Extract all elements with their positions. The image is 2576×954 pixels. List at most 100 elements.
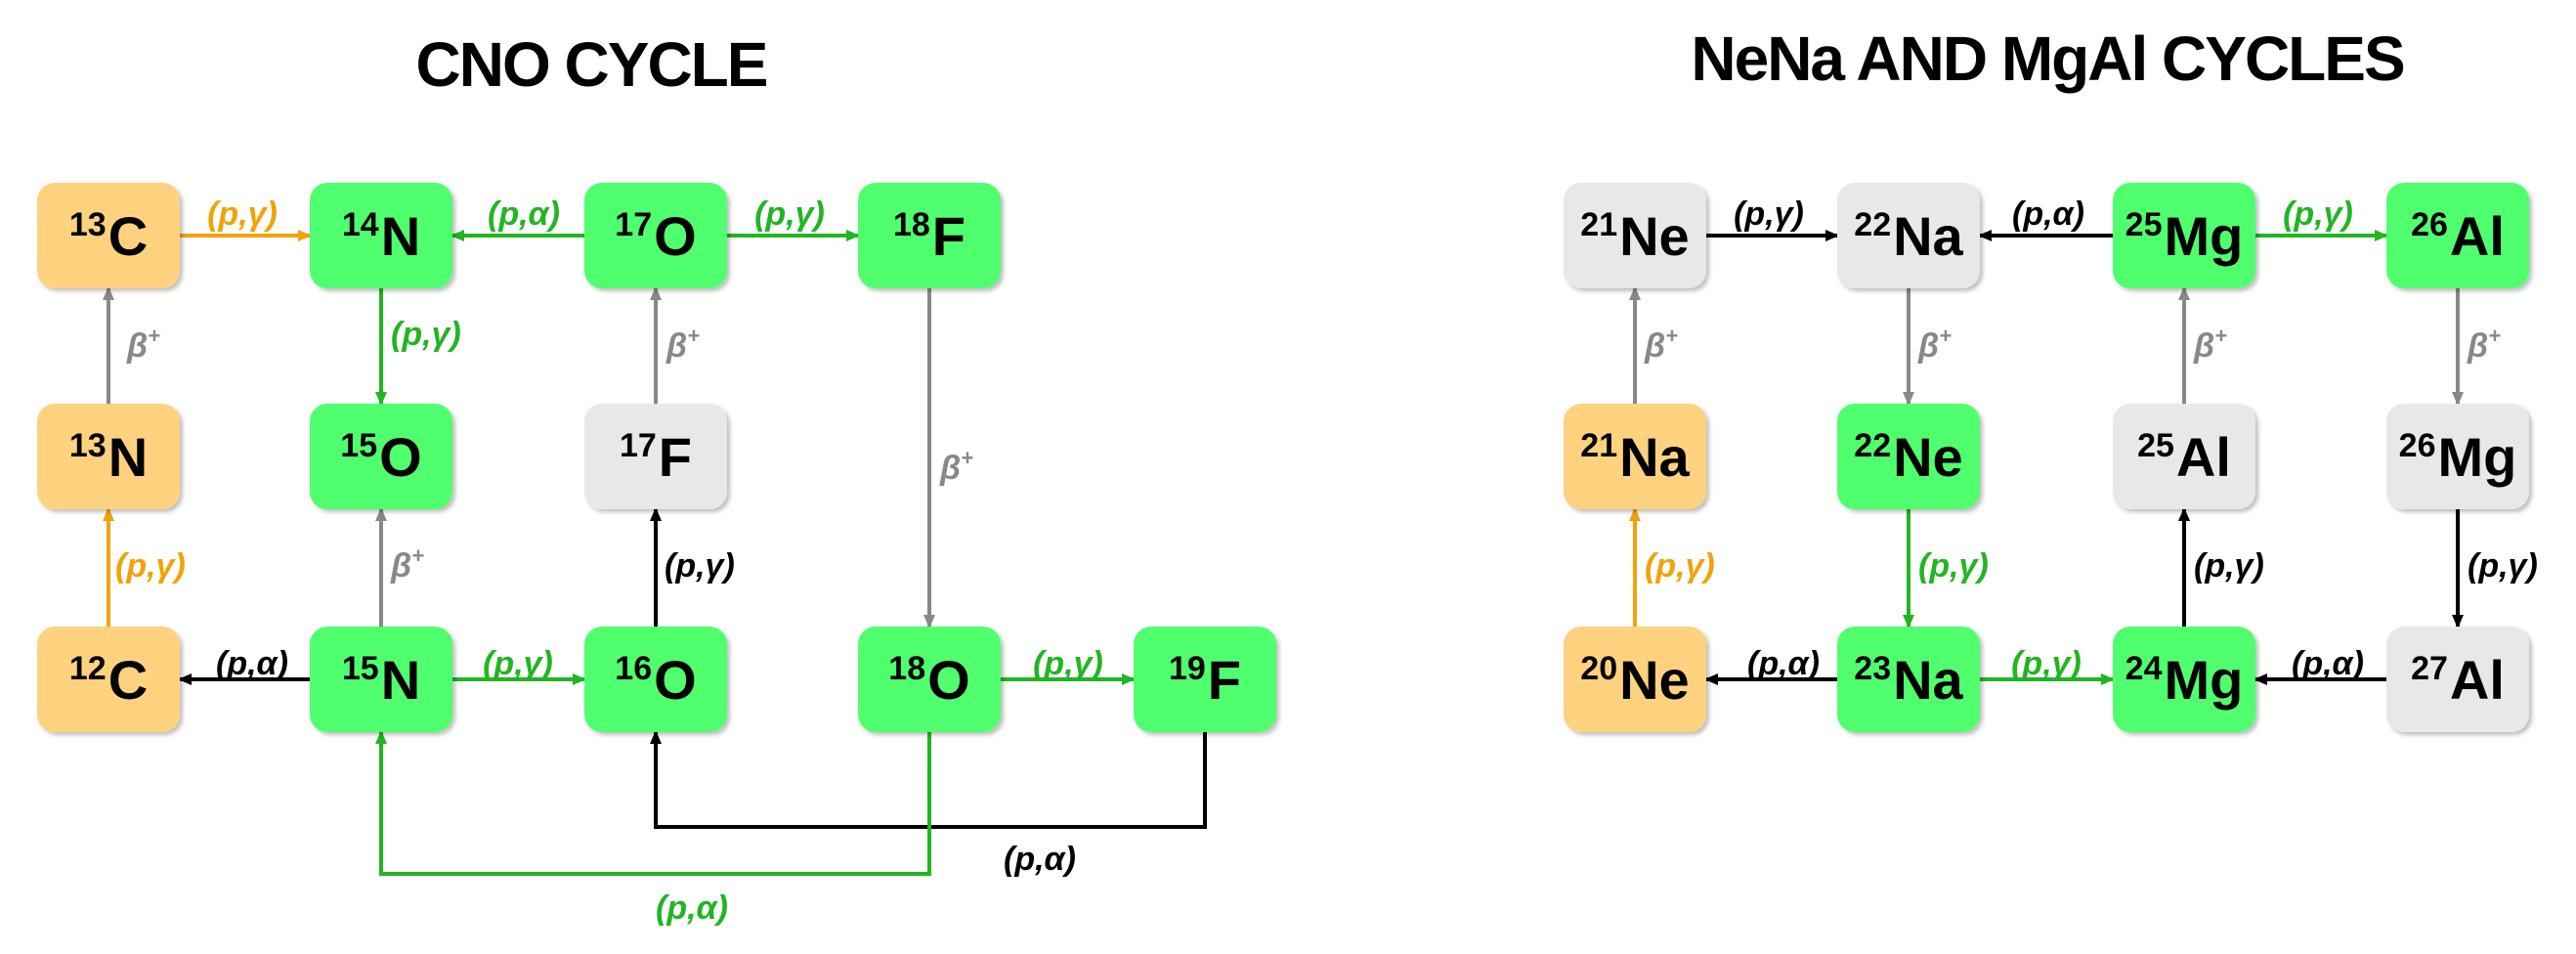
mass-number: 25 — [2137, 427, 2174, 464]
nuclide-box-o16 — [584, 627, 727, 732]
nuclide-n14: 14N — [310, 183, 452, 288]
reaction-arrows — [103, 230, 2464, 876]
nuclide-mg25: 25Mg — [2113, 183, 2255, 288]
reaction-labels: (p,γ) (p,α) (p,γ) β+ (p,γ) β+ β+ (p,γ) β+ (p,γ) (p… — [115, 195, 2538, 927]
nuclide-box-ne20 — [1564, 627, 1706, 732]
nuclide-label-al27: 27Al — [2411, 649, 2505, 711]
label-ne21-na22: (p,γ) — [1734, 195, 1804, 233]
element-symbol: Na — [1893, 649, 1963, 711]
label-n15-c12: (p,α) — [216, 645, 288, 682]
label-o17-n14: (p,α) — [488, 195, 560, 233]
nuclide-label-c12: 12C — [69, 649, 148, 711]
nuclide-label-f19: 19F — [1169, 649, 1241, 711]
nuclide-label-na22: 22Na — [1854, 205, 1963, 267]
nuclide-box-na23 — [1837, 627, 1980, 732]
nuclide-label-al25: 25Al — [2137, 426, 2231, 488]
nuclide-label-n14: 14N — [342, 205, 420, 267]
element-symbol: Ne — [1893, 426, 1963, 488]
nuclide-label-al26: 26Al — [2411, 205, 2505, 267]
nuclide-o17: 17O — [584, 183, 727, 288]
label-n13-c13: β+ — [126, 324, 160, 365]
element-symbol: Na — [1893, 205, 1963, 267]
element-symbol: F — [659, 426, 692, 488]
nuclide-box-f18 — [858, 183, 1001, 288]
mass-number: 16 — [615, 650, 652, 687]
mass-number: 26 — [2399, 427, 2436, 464]
mass-number: 22 — [1854, 206, 1891, 243]
label-na22-ne22: β+ — [1917, 324, 1952, 365]
mass-number: 14 — [342, 206, 379, 243]
nuclide-box-mg24 — [2113, 627, 2255, 732]
nuclide-ne22: 22Ne — [1837, 404, 1980, 509]
label-mg26-al27: (p,γ) — [2468, 547, 2538, 585]
nuclide-f17: 17F — [584, 404, 727, 509]
mass-number: 17 — [620, 427, 657, 464]
element-symbol: Ne — [1619, 205, 1690, 267]
label-na23-mg24: (p,γ) — [2011, 645, 2082, 682]
mass-number: 18 — [893, 206, 930, 243]
element-symbol: Mg — [2437, 426, 2516, 488]
element-symbol: N — [381, 649, 420, 711]
mass-number: 13 — [69, 206, 107, 243]
nuclide-mg24: 24Mg — [2113, 627, 2255, 732]
label-mg25-na22: (p,α) — [2012, 195, 2084, 233]
nuclide-label-mg24: 24Mg — [2125, 649, 2244, 711]
nuclide-c12: 12C — [37, 627, 180, 732]
nuclide-box-f17 — [584, 404, 727, 509]
element-symbol: O — [654, 205, 697, 267]
nuclide-box-mg26 — [2386, 404, 2529, 509]
mass-number: 15 — [342, 650, 379, 687]
nuclide-box-o17 — [584, 183, 727, 288]
mass-number: 19 — [1169, 650, 1206, 687]
nuclide-label-mg25: 25Mg — [2125, 205, 2244, 267]
mass-number: 21 — [1580, 427, 1617, 464]
element-symbol: O — [927, 649, 970, 711]
nuclide-box-ne21 — [1564, 183, 1706, 288]
nuclide-box-n15 — [310, 627, 452, 732]
nena-mgal-title: NeNa AND MgAl CYCLES — [1691, 23, 2404, 94]
nuclide-label-f17: 17F — [620, 426, 692, 488]
mass-number: 12 — [69, 650, 107, 687]
nuclide-label-ne22: 22Ne — [1854, 426, 1962, 488]
nuclide-label-n13: 13N — [69, 426, 148, 488]
nuclide-box-o18 — [858, 627, 1001, 732]
label-o18-n15: (p,α) — [656, 889, 728, 927]
element-symbol: N — [108, 426, 148, 488]
label-f17-o17: β+ — [665, 324, 700, 365]
mass-number: 13 — [69, 427, 107, 464]
element-symbol: C — [108, 649, 148, 711]
nuclide-o15: 15O — [310, 404, 452, 509]
nuclide-label-o15: 15O — [340, 426, 421, 488]
element-symbol: F — [932, 205, 966, 267]
mass-number: 24 — [2125, 650, 2163, 687]
label-o16-f17: (p,γ) — [665, 547, 735, 585]
nuclide-al26: 26Al — [2386, 183, 2529, 288]
nuclide-box-c12 — [37, 627, 180, 732]
nuclide-box-al26 — [2386, 183, 2529, 288]
label-f18-o18: β+ — [939, 446, 973, 487]
label-al26-mg26: β+ — [2467, 324, 2501, 365]
nuclide-label-n15: 15N — [342, 649, 420, 711]
nuclide-box-na22 — [1837, 183, 1980, 288]
mass-number: 26 — [2411, 206, 2448, 243]
nuclide-box-al25 — [2113, 404, 2255, 509]
nuclide-box-al27 — [2386, 627, 2529, 732]
nuclide-label-mg26: 26Mg — [2399, 426, 2517, 488]
element-symbol: O — [654, 649, 697, 711]
nuclide-label-f18: 18F — [893, 205, 966, 267]
nuclide-label-ne20: 20Ne — [1580, 649, 1689, 711]
nuclide-box-n13 — [37, 404, 180, 509]
nuclide-box-na21 — [1564, 404, 1706, 509]
nuclide-al27: 27Al — [2386, 627, 2529, 732]
element-symbol: Mg — [2164, 649, 2243, 711]
element-symbol: N — [381, 205, 420, 267]
nuclide-n15: 15N — [310, 627, 452, 732]
label-o18-f19: (p,γ) — [1033, 645, 1103, 682]
label-o15-n15: β+ — [390, 543, 424, 585]
element-symbol: Ne — [1619, 649, 1690, 711]
element-symbol: Al — [2450, 649, 2505, 711]
nuclide-na23: 23Na — [1837, 627, 1980, 732]
nuclide-mg26: 26Mg — [2386, 404, 2529, 509]
label-n15-o16: (p,γ) — [483, 645, 553, 682]
